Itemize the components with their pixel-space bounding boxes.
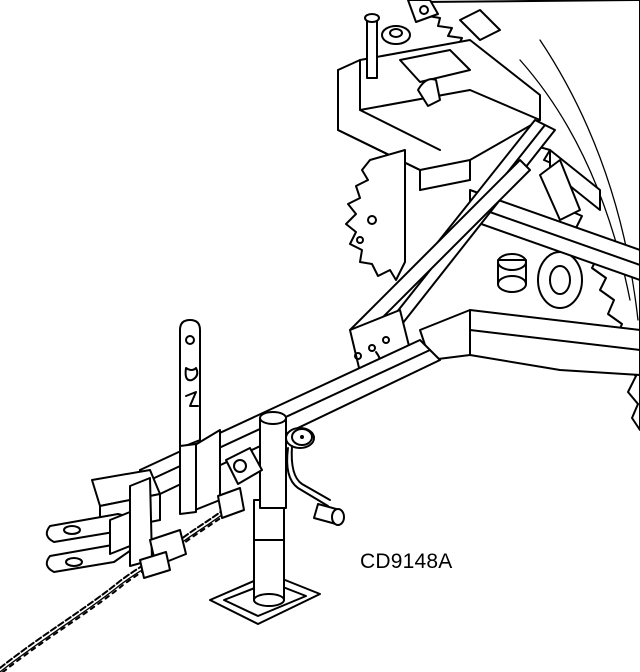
hitch-pin-bracket — [179, 319, 221, 515]
figure-code-label: CD9148A — [360, 550, 453, 573]
adjust-knob — [381, 25, 411, 45]
tongue-bolt — [291, 428, 313, 446]
disc-blade-left — [345, 149, 406, 281]
lock-pin — [366, 17, 378, 79]
disc-gang-assembly — [337, 0, 640, 431]
jack-crank-handle — [286, 447, 329, 507]
hitch-clevis — [45, 469, 161, 573]
jack-stand — [209, 411, 345, 625]
safety-chain — [0, 487, 245, 672]
diagonal-brace — [349, 119, 556, 373]
jack-upper-tube — [259, 417, 287, 509]
tongue-junction-plate — [419, 309, 640, 376]
hub — [537, 251, 583, 309]
